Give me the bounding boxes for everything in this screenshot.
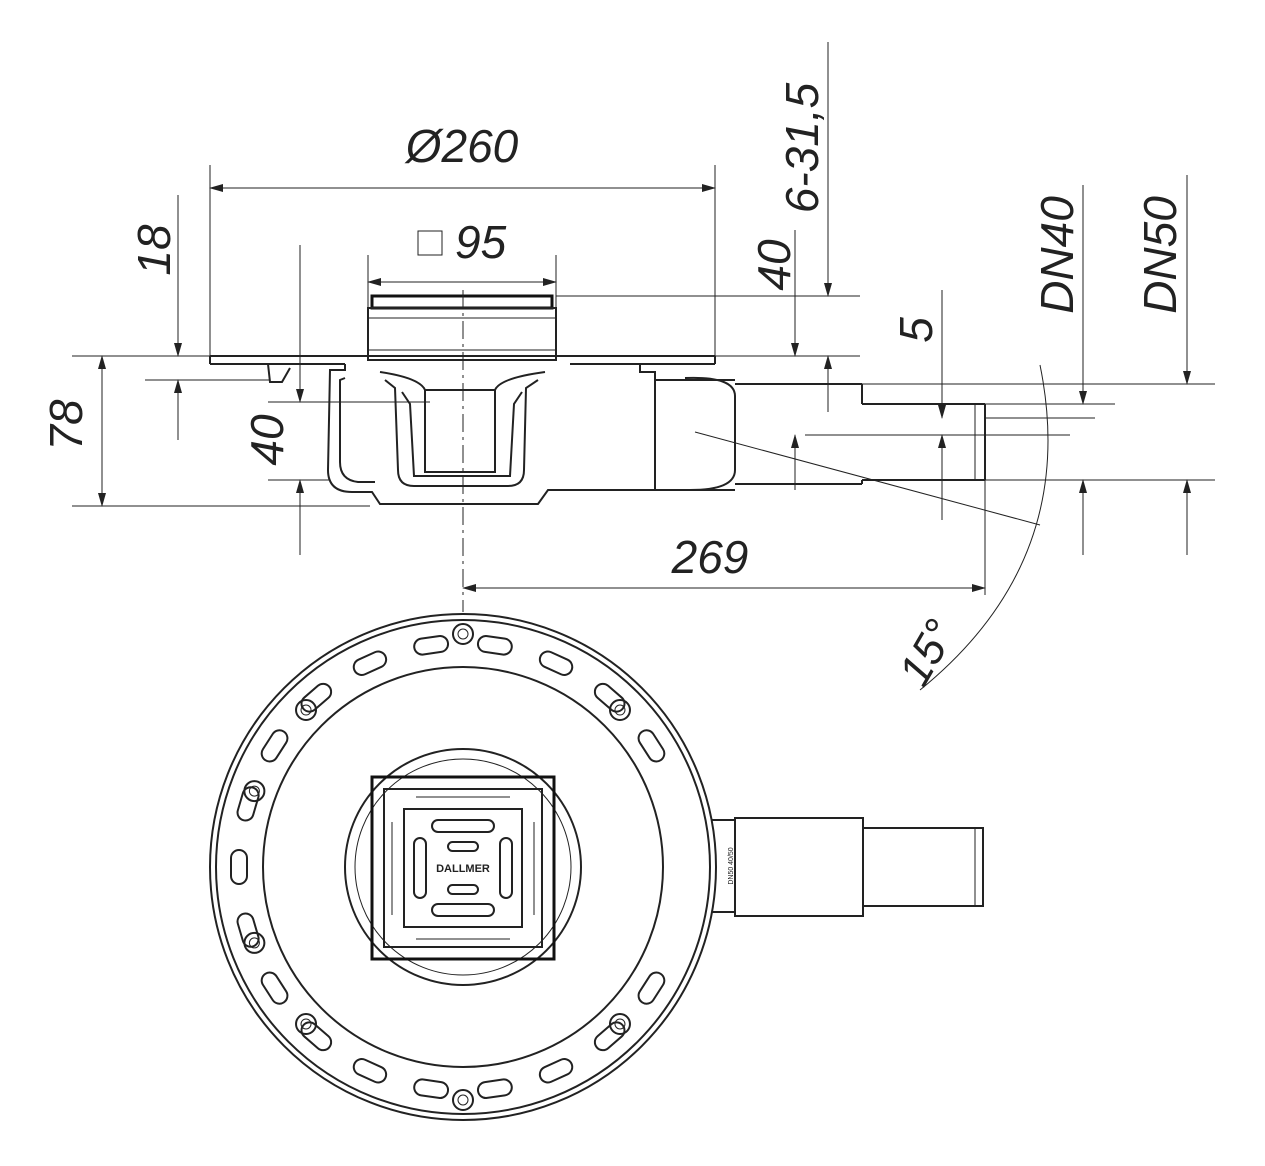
- flange-slot: [230, 849, 248, 885]
- flange-slot: [637, 971, 666, 1005]
- dim-step: 5: [890, 317, 942, 343]
- flange-slot: [413, 634, 450, 656]
- screw-hole-inner: [457, 628, 469, 640]
- dimension-labels: Ø260 95 18 78 40 40 6-31,5 5 DN40 DN50 2…: [40, 82, 1186, 693]
- flange-slot: [538, 1058, 574, 1084]
- screw-hole: [452, 623, 474, 645]
- side-section-view: [209, 294, 986, 505]
- screw-hole-inner: [248, 937, 260, 949]
- flange-slot: [476, 1078, 513, 1100]
- flange-holes: [243, 623, 631, 1111]
- screw-hole-inner: [614, 704, 626, 716]
- top-plan-view: DALLMER DN50 40/50: [209, 613, 984, 1121]
- screw-hole-inner: [614, 1018, 626, 1030]
- flange-slot: [637, 729, 666, 763]
- screw-hole: [608, 699, 631, 722]
- grate-pattern: [391, 796, 535, 940]
- screw-hole-inner: [457, 1094, 469, 1106]
- flange-slot: [476, 634, 513, 656]
- screw-hole: [295, 699, 318, 722]
- dim-socket-depth: 40: [241, 414, 293, 466]
- brand-logo-text: DALLMER: [436, 863, 490, 875]
- dim-diameter: Ø260: [404, 120, 519, 172]
- flange-slot: [413, 1078, 450, 1100]
- flange-slots: [230, 634, 666, 1100]
- flange-slot: [236, 912, 260, 948]
- flange-slot: [236, 786, 260, 822]
- flange-slot: [260, 971, 289, 1005]
- dim-grate-square: 95: [455, 216, 507, 268]
- flange-slot: [300, 1021, 333, 1052]
- dim-height-top-left: 18: [128, 224, 180, 276]
- screw-hole-inner: [300, 1018, 312, 1030]
- outlet-stamp-text: DN50 40/50: [728, 847, 735, 884]
- flange-slot: [593, 682, 626, 713]
- dim-total-height: 78: [40, 399, 92, 451]
- flange-slot: [260, 729, 289, 763]
- dim-outlet-height: 40: [748, 239, 800, 291]
- screw-hole: [295, 1012, 318, 1035]
- flange-slot: [352, 650, 388, 676]
- screw-hole: [243, 780, 266, 803]
- flange-slot: [300, 682, 333, 713]
- square-symbol-icon: [417, 230, 443, 256]
- screw-hole-inner: [300, 704, 312, 716]
- screw-hole-inner: [248, 785, 260, 797]
- screw-hole: [452, 1089, 474, 1111]
- dim-angle: 15°: [890, 612, 966, 694]
- flange-slot: [538, 650, 574, 676]
- dim-dn50: DN50: [1134, 196, 1186, 314]
- dimension-lines: [98, 42, 1191, 592]
- dim-adjust-range: 6-31,5: [776, 82, 828, 213]
- screw-hole: [608, 1012, 631, 1035]
- flange-slot: [352, 1058, 388, 1084]
- flange-slot: [593, 1021, 626, 1052]
- dim-dn40: DN40: [1031, 196, 1083, 314]
- dim-outlet-length: 269: [671, 531, 749, 583]
- screw-hole: [243, 931, 266, 954]
